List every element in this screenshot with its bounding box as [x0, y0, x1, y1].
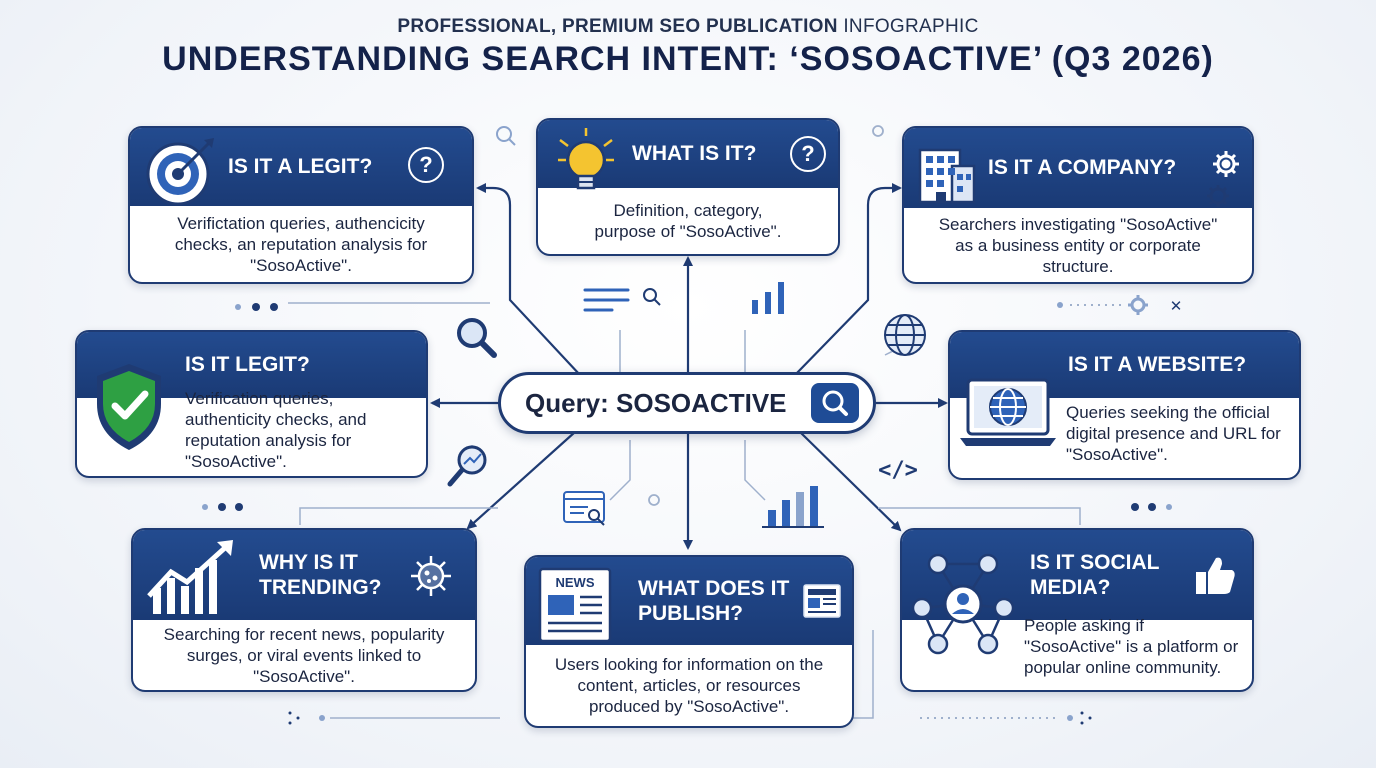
card-title: IS IT LEGIT? [185, 353, 310, 376]
card-title: WHAT IS IT? [632, 142, 757, 165]
settings-small-icon [1128, 295, 1148, 315]
virus-icon [411, 556, 451, 596]
decor-dots [202, 302, 1172, 725]
card-legit[interactable]: IS IT LEGIT? Verification queries, authe… [75, 330, 428, 478]
lightbulb-icon [558, 128, 614, 190]
magnifier-large-icon [457, 318, 497, 358]
globe-icon [884, 314, 926, 356]
laptop-globe-icon [960, 378, 1056, 446]
social-network-icon [911, 553, 1015, 655]
shield-check-icon [97, 364, 161, 450]
question-icon: ? [408, 147, 444, 183]
card-title: WHY IS IT TRENDING? [259, 551, 382, 599]
search-button[interactable] [811, 383, 859, 423]
bar-chart-icon [762, 486, 824, 528]
question-icon: ? [790, 136, 826, 172]
magnifier-tiny-icon [643, 288, 661, 306]
news-small-icon [803, 584, 841, 618]
card-social[interactable]: IS IT SOCIAL MEDIA? People asking if "So… [900, 528, 1254, 692]
page-title: UNDERSTANDING SEARCH INTENT: ‘SOSOACTIVE… [162, 40, 1214, 78]
card-description: Definition, category, purpose of "SosoAc… [594, 201, 782, 241]
central-query-box[interactable]: Query: SOSOACTIVE [498, 372, 876, 434]
gears-icon [1207, 151, 1239, 207]
arrow-to-company [794, 183, 902, 376]
card-title: WHAT DOES IT PUBLISH? [638, 577, 790, 625]
search-icon [822, 390, 848, 416]
card-website[interactable]: IS IT A WEBSITE? Queries seeking the off… [948, 330, 1301, 480]
subtitle-rest: INFOGRAPHIC [837, 16, 979, 37]
card-company[interactable]: IS IT A COMPANY? Searchers investigating… [902, 126, 1254, 284]
trend-magnifier-icon [447, 445, 487, 487]
page-subtitle: PROFESSIONAL, PREMIUM SEO PUBLICATION IN… [0, 16, 1376, 38]
card-description: Verification queries, authenticity check… [185, 389, 367, 471]
card-description: Queries seeking the official digital pre… [1066, 402, 1281, 464]
news-badge: NEWS [556, 575, 595, 590]
arrow-to-legit-top [476, 183, 581, 376]
document-lines-icon [583, 288, 630, 312]
card-title: IS IT SOCIAL MEDIA? [1030, 551, 1160, 599]
thumbs-up-icon [1196, 557, 1235, 594]
code-icon: </> [878, 458, 918, 483]
query-label: Query: SOSOACTIVE [525, 388, 787, 418]
card-title: IS IT A WEBSITE? [1068, 353, 1247, 376]
card-legit-top[interactable]: IS IT A LEGIT? ? Verifictation queries, … [128, 126, 474, 284]
close-icon: ✕ [1170, 297, 1183, 315]
card-publish[interactable]: WHAT DOES IT PUBLISH? Users looking for … [524, 555, 854, 728]
card-description: Searching for recent news, popularity su… [163, 624, 445, 686]
card-description: Verifictation queries, authencicity chec… [174, 213, 428, 275]
card-title: IS IT A COMPANY? [988, 156, 1177, 179]
card-description: Users looking for information on the con… [554, 655, 824, 716]
subtitle-bold: PROFESSIONAL, PREMIUM SEO PUBLICATION [397, 16, 838, 37]
magnifier-small-icon [496, 126, 516, 146]
trend-chart-icon [147, 540, 233, 614]
target-icon [146, 138, 214, 206]
card-description: People asking if "SosoActive" is a platf… [1024, 615, 1239, 677]
card-description: Searchers investigating "SosoActive" as … [938, 214, 1218, 276]
arrow-to-social [799, 431, 902, 532]
card-trending[interactable]: WHY IS IT TRENDING? Searching for recent… [131, 528, 477, 692]
arrow-to-trending [466, 431, 576, 530]
newspaper-icon: NEWS [538, 567, 612, 643]
browser-search-icon [563, 491, 605, 526]
card-what-is[interactable]: WHAT IS IT? ? Definition, category, purp… [536, 118, 840, 256]
office-building-icon [918, 148, 976, 204]
card-title: IS IT A LEGIT? [228, 155, 373, 178]
bar-chart-small-icon [752, 282, 784, 314]
